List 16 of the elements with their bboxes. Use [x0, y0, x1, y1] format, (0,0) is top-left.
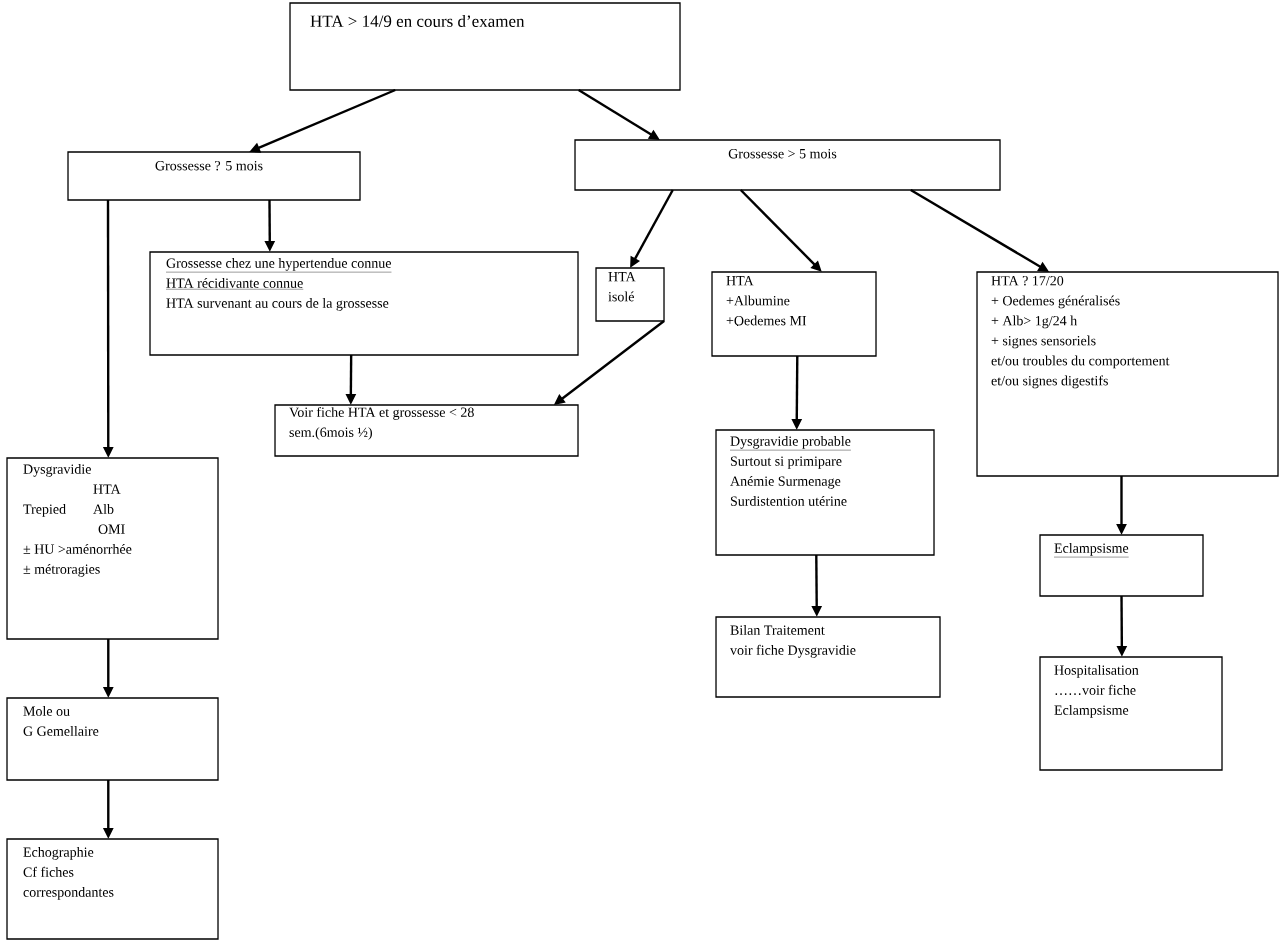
- process-box: Bilan Traitement voir fiche Dysgravidie: [715, 616, 941, 698]
- process-box: Voir fiche HTA et grossesse < 28 sem.(6mois ½): [274, 404, 579, 457]
- process-box: Grossesse ? 5 mois: [67, 151, 361, 201]
- process-box: Echographie Cf fiches correspondantes: [6, 838, 219, 940]
- process-box: Grossesse chez une hypertendue connue HTA récidivante connue HTA survenant au cours de la grossesse: [149, 251, 579, 356]
- process-box: HTA > 14/9 en cours d’examen: [289, 2, 681, 91]
- process-box: Dysgravidie HTA Trepied Alb OMI ± HU >aménorrhée ± métroragies: [6, 457, 219, 640]
- process-box: Eclampsisme: [1039, 534, 1204, 597]
- process-box: Dysgravidie probable Surtout si primipare Anémie Surmenage Surdistention utérine: [715, 429, 935, 556]
- process-box: Hospitalisation ……voir fiche Eclampsisme: [1039, 656, 1223, 771]
- arrow: [739, 189, 822, 272]
- process-box: Grossesse > 5 mois: [574, 139, 1001, 191]
- process-box: HTA ? 17/20 + Oedemes généralisés + Alb> 1g/24 h + signes sensoriels et/ou troubles du comportement et/ou signes digestifs: [976, 271, 1279, 477]
- process-box: HTA +Albumine +Oedemes MI: [711, 271, 877, 357]
- process-box: Mole ou G Gemellaire: [6, 697, 219, 781]
- process-box: HTA isolé: [595, 267, 665, 322]
